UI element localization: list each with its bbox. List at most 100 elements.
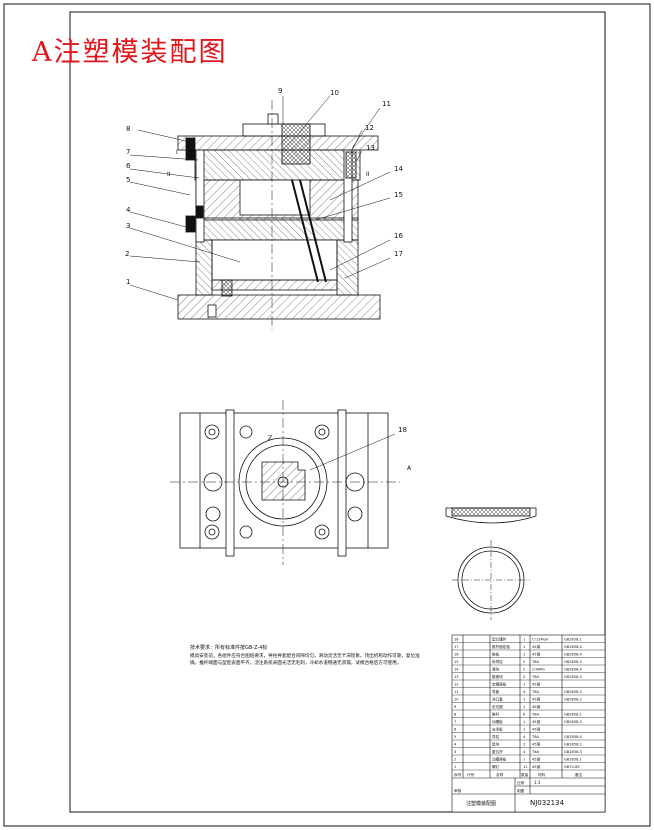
bom-cell-qty: 1	[523, 758, 525, 762]
bom-cell-qty: 4	[523, 690, 526, 694]
bom-cell-name: 动模板	[492, 719, 503, 724]
bom-cell-no: 9	[454, 705, 457, 709]
callout-1: 1	[126, 278, 130, 286]
scale-label: 比例	[517, 780, 525, 785]
bom-cell-std: GB2858.4	[564, 653, 583, 657]
bom-cell-name: 斜导柱	[492, 659, 503, 664]
bom-cell-mat: T8A	[531, 690, 539, 694]
bom-cell-no: 17	[454, 645, 459, 649]
section-mark-i: I	[176, 149, 178, 156]
bom-cell-mat: 45钢	[532, 682, 541, 687]
bom-header-name: 名称	[496, 772, 504, 777]
bom-cell-no: 15	[454, 660, 459, 664]
bom-cell-std: GB2858.4	[564, 645, 583, 649]
callout-18: 18	[398, 426, 407, 434]
bom-cell-qty: 1	[523, 683, 525, 687]
bom-cell-name: 浇口套	[492, 697, 503, 702]
title-block: 注塑模装配图 比例 1:1 制图 审核 NJ032134	[454, 780, 565, 807]
row-a-label: 制图	[517, 788, 525, 793]
bom-cell-no: 18	[454, 638, 459, 642]
section-mark-ii-left: II	[167, 171, 171, 178]
callout-6: 6	[126, 162, 131, 170]
bom-cell-mat: 45钢	[532, 742, 541, 747]
section-mark-z: Z	[268, 435, 272, 442]
bom-cell-std: GB2858.3	[564, 750, 582, 754]
callout-2: 2	[125, 250, 129, 258]
bom-cell-mat: 45钢	[532, 757, 541, 762]
bom-cell-name: 定位圈	[492, 704, 503, 709]
bom-cell-mat: T8A	[531, 660, 539, 664]
bom-cell-qty: 1	[523, 645, 525, 649]
bom-cell-qty: 2	[523, 743, 525, 747]
row-b-label: 审核	[454, 788, 462, 793]
bom-cell-std: GB2858.3	[564, 720, 582, 724]
bom-header-row: 序号 代号 名称 数量 材料 备注	[454, 772, 583, 777]
bom-cell-mat: T8A	[531, 750, 539, 754]
bom-cell-std: GB2858.3	[564, 660, 582, 664]
bom-cell-mat: T8A	[531, 713, 539, 717]
bom-cell-qty: 2	[523, 675, 525, 679]
outer-border	[3, 3, 651, 827]
drawing-name: 注塑模装配图	[466, 800, 496, 807]
callout-3: 3	[126, 222, 130, 230]
part-detail-views	[445, 507, 537, 620]
bom-cell-qty: 1	[523, 705, 525, 709]
bom-cell-name: 推杆	[492, 712, 500, 717]
bom-cell-std: GB2858.3	[564, 690, 582, 694]
bom-cell-mat: 45钢	[532, 644, 541, 649]
bom-cell-mat: 45钢	[532, 697, 541, 702]
bom-cell-qty: 4	[523, 735, 526, 739]
bom-cell-mat: 45钢	[532, 719, 541, 724]
bom-header-qty: 数量	[521, 772, 529, 777]
bom-cell-std: GB2858.4	[564, 668, 583, 672]
bom-cell-mat: 45钢	[532, 704, 541, 709]
callout-labels: 1 2 3 4 5 6 7 8 9 10 11 12 13 14 15 16 1…	[125, 87, 412, 472]
bom-cell-qty: 1	[523, 653, 525, 657]
scale-value: 1:1	[534, 780, 541, 785]
bom-cell-name: 复位杆	[492, 749, 503, 754]
bom-cell-qty: 12	[523, 765, 528, 769]
bom-cell-no: 10	[454, 698, 459, 702]
front-section-view	[177, 100, 381, 330]
section-mark-ii-right: II	[366, 171, 370, 178]
bom-cell-no: 7	[454, 720, 456, 724]
bom-cell-std: GB2858.2	[564, 698, 582, 702]
bom-cell-no: 14	[454, 668, 459, 672]
bom-cell-no: 5	[454, 735, 456, 739]
bom-cell-mat: T8A	[531, 675, 539, 679]
bom-cell-no: 11	[454, 690, 459, 694]
bom-header-no: 序号	[454, 772, 462, 777]
drawing-number: NJ032134	[530, 799, 565, 807]
bom-cell-mat: 45钢	[532, 727, 541, 732]
bom-cell-std: GB70-85	[564, 765, 580, 769]
bom-cell-no: 8	[454, 713, 457, 717]
bom-header-material: 材料	[538, 772, 546, 777]
bom-cell-qty: 1	[523, 638, 525, 642]
callout-12: 12	[365, 124, 374, 132]
bom-cell-mat: T8A	[531, 735, 539, 739]
bom-cell-name: 导套	[492, 689, 500, 694]
bom-cell-no: 1	[454, 765, 456, 769]
bom-cell-name: 楔紧块	[492, 674, 503, 679]
plan-view	[170, 400, 400, 565]
callout-7: 7	[126, 148, 130, 156]
callout-5: 5	[126, 176, 130, 184]
bom-cell-std: GB2858.4	[564, 735, 583, 739]
bom-cell-qty: 1	[523, 698, 525, 702]
page-title: A注塑模装配图	[32, 37, 228, 68]
bom-cell-name: 导柱	[492, 734, 500, 739]
section-mark-a: A	[407, 465, 412, 472]
bom-cell-no: 6	[454, 728, 457, 732]
callout-16: 16	[394, 232, 403, 240]
bom-cell-qty: 6	[523, 713, 526, 717]
bom-cell-mat: CrWMn	[532, 668, 545, 672]
callout-15: 15	[394, 191, 403, 199]
bom-cell-std: GB2858.1	[564, 758, 582, 762]
bom-cell-name: 滑块	[492, 667, 500, 672]
technical-notes: 技术要求：所有标准件按GB-Z-4标 模具安装前，各组件应符合图纸要求，导柱导套…	[190, 645, 426, 668]
bom-cell-no: 16	[454, 653, 459, 657]
callout-8: 8	[126, 125, 130, 133]
bom-cell-std: GB2858.1	[564, 638, 582, 642]
callout-14: 14	[394, 165, 403, 173]
